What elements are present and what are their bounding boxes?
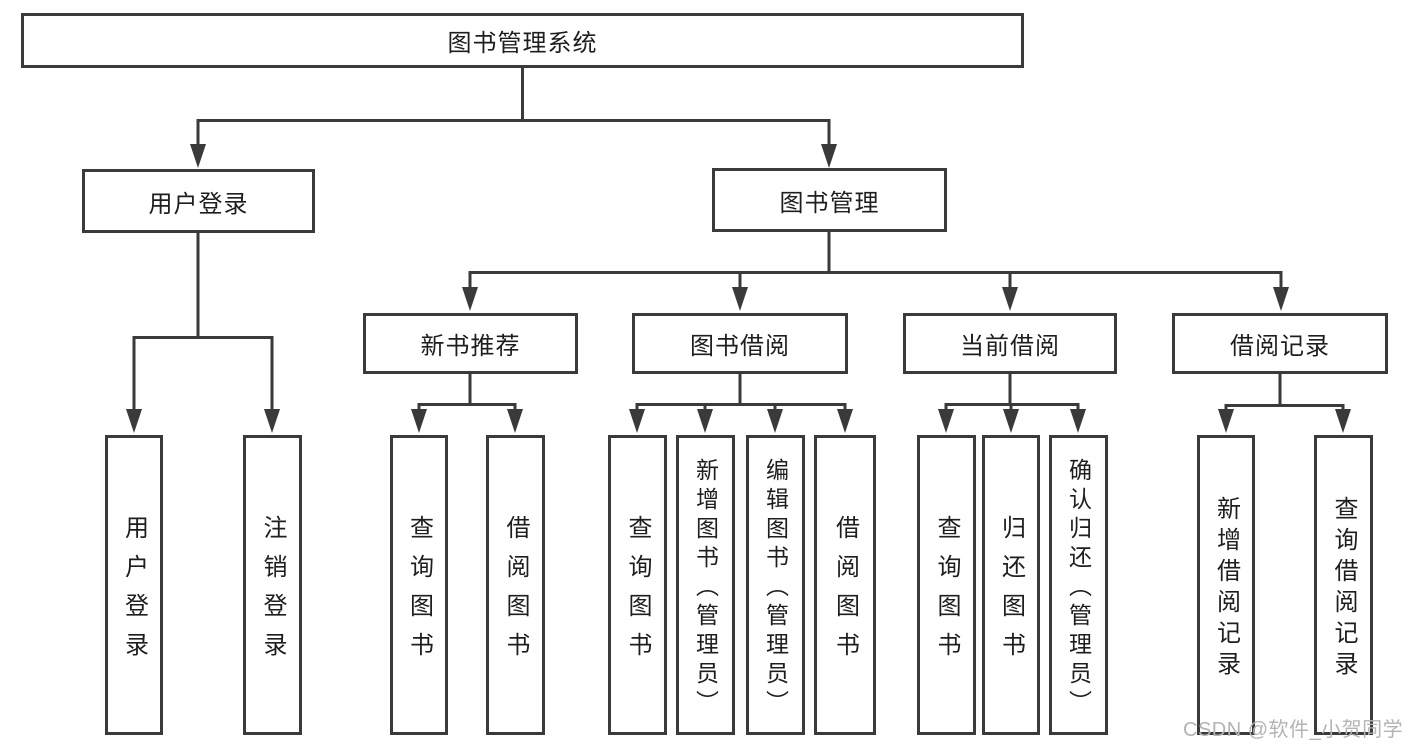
arrowhead bbox=[732, 287, 748, 311]
arrowhead bbox=[821, 144, 837, 168]
node-label: 当前借阅 bbox=[960, 333, 1060, 360]
node-current-borrow: 当前借阅 bbox=[903, 313, 1117, 374]
arrowhead bbox=[462, 287, 478, 311]
node-label: 借阅记录 bbox=[1230, 333, 1330, 360]
node-label: 用户登录 bbox=[148, 190, 249, 218]
csdn-watermark: CSDN @软件_小贺同学 bbox=[1183, 719, 1404, 741]
node-label: 查询图书 bbox=[624, 514, 651, 671]
node-system-root: 图书管理系统 bbox=[21, 13, 1024, 68]
arrowhead bbox=[1002, 287, 1018, 311]
leaf-add-books-admin: 新增图书（管理员） bbox=[676, 435, 735, 735]
node-label: 用户登录 bbox=[120, 514, 148, 671]
arrowhead bbox=[264, 409, 280, 433]
leaf-borrow-books: 借阅图书 bbox=[814, 435, 876, 735]
arrowhead bbox=[1273, 287, 1289, 311]
node-label: 注销登录 bbox=[259, 514, 286, 671]
leaf-query-books-current: 查询图书 bbox=[917, 435, 976, 735]
node-label: 借阅图书 bbox=[502, 514, 529, 671]
leaf-return-books: 归还图书 bbox=[982, 435, 1040, 735]
leaf-query-books-borrow: 查询图书 bbox=[608, 435, 667, 735]
arrowhead bbox=[1070, 409, 1086, 433]
leaf-borrow-books-recommend: 借阅图书 bbox=[486, 435, 545, 735]
leaf-user-login: 用户登录 bbox=[105, 435, 163, 735]
arrowhead bbox=[697, 409, 713, 433]
node-label: 图书借阅 bbox=[690, 333, 790, 360]
arrowhead bbox=[190, 144, 206, 168]
arrowhead bbox=[629, 409, 645, 433]
leaf-query-books-recommend: 查询图书 bbox=[390, 435, 448, 735]
node-user-login: 用户登录 bbox=[82, 169, 315, 233]
node-label: 确认归还（管理员） bbox=[1065, 457, 1092, 719]
node-book-borrow: 图书借阅 bbox=[632, 313, 848, 374]
node-borrow-records: 借阅记录 bbox=[1172, 313, 1388, 374]
node-label: 查询图书 bbox=[405, 514, 433, 671]
arrowhead bbox=[411, 409, 427, 433]
connector-book-mgmt-branch bbox=[468, 271, 1283, 292]
arrowhead bbox=[938, 409, 954, 433]
arrowhead bbox=[1218, 409, 1234, 433]
node-label: 图书管理系统 bbox=[447, 30, 598, 57]
node-label: 归还图书 bbox=[997, 514, 1025, 671]
node-label: 借阅图书 bbox=[831, 514, 859, 671]
node-label: 新书推荐 bbox=[420, 333, 521, 360]
connector-root-branch bbox=[196, 119, 831, 148]
node-label: 查询借阅记录 bbox=[1330, 495, 1357, 682]
arrowhead bbox=[507, 409, 523, 433]
leaf-edit-books-admin: 编辑图书（管理员） bbox=[746, 435, 805, 735]
leaf-add-borrow-record: 新增借阅记录 bbox=[1197, 435, 1255, 735]
node-label: 图书管理 bbox=[779, 189, 880, 217]
node-label: 编辑图书（管理员） bbox=[762, 457, 789, 719]
arrowhead bbox=[837, 409, 853, 433]
leaf-confirm-return-admin: 确认归还（管理员） bbox=[1049, 435, 1108, 735]
node-label: 新增图书（管理员） bbox=[692, 457, 719, 719]
node-book-management: 图书管理 bbox=[712, 168, 947, 232]
node-label: 新增借阅记录 bbox=[1212, 495, 1240, 682]
arrowhead bbox=[1003, 409, 1019, 433]
arrowhead bbox=[767, 409, 783, 433]
arrowhead bbox=[1335, 409, 1351, 433]
arrowhead bbox=[126, 409, 142, 433]
node-new-book-recommend: 新书推荐 bbox=[363, 313, 578, 374]
leaf-query-borrow-record: 查询借阅记录 bbox=[1314, 435, 1373, 735]
connector-user-login-branch bbox=[132, 336, 274, 414]
node-label: 查询图书 bbox=[933, 514, 960, 671]
leaf-logout: 注销登录 bbox=[243, 435, 302, 735]
